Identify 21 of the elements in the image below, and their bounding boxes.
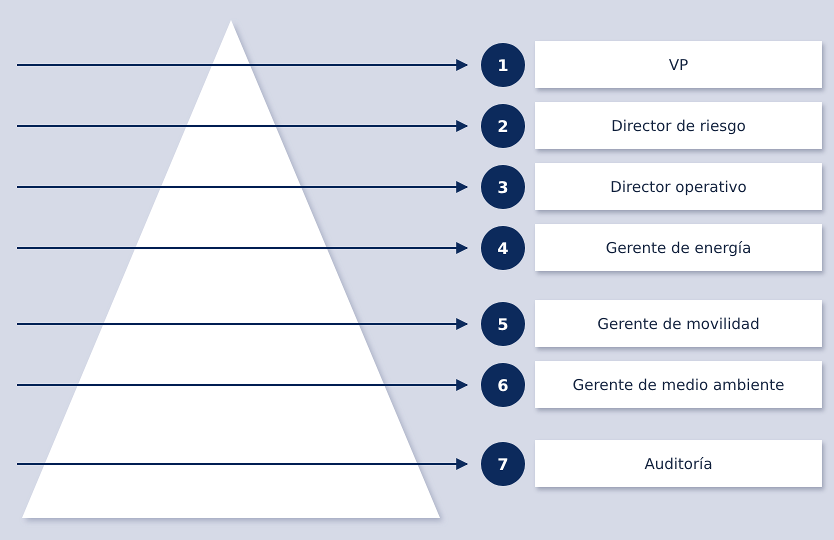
number-badge: 1 (481, 43, 525, 87)
arrow (17, 59, 468, 71)
number-badge: 2 (481, 104, 525, 148)
role-box: Auditoría (535, 440, 822, 487)
arrow (17, 181, 468, 193)
role-box: Director de riesgo (535, 102, 822, 149)
arrow (17, 120, 468, 132)
role-box: Gerente de energía (535, 224, 822, 271)
number-badge: 5 (481, 302, 525, 346)
role-box: VP (535, 41, 822, 88)
role-box: Director operativo (535, 163, 822, 210)
arrow (17, 242, 468, 254)
arrow (17, 379, 468, 391)
role-box: Gerente de movilidad (535, 300, 822, 347)
number-badge: 6 (481, 363, 525, 407)
role-box: Gerente de medio ambiente (535, 361, 822, 408)
number-badge: 4 (481, 226, 525, 270)
arrow (17, 318, 468, 330)
number-badge: 3 (481, 165, 525, 209)
number-badge: 7 (481, 442, 525, 486)
arrow (17, 458, 468, 470)
